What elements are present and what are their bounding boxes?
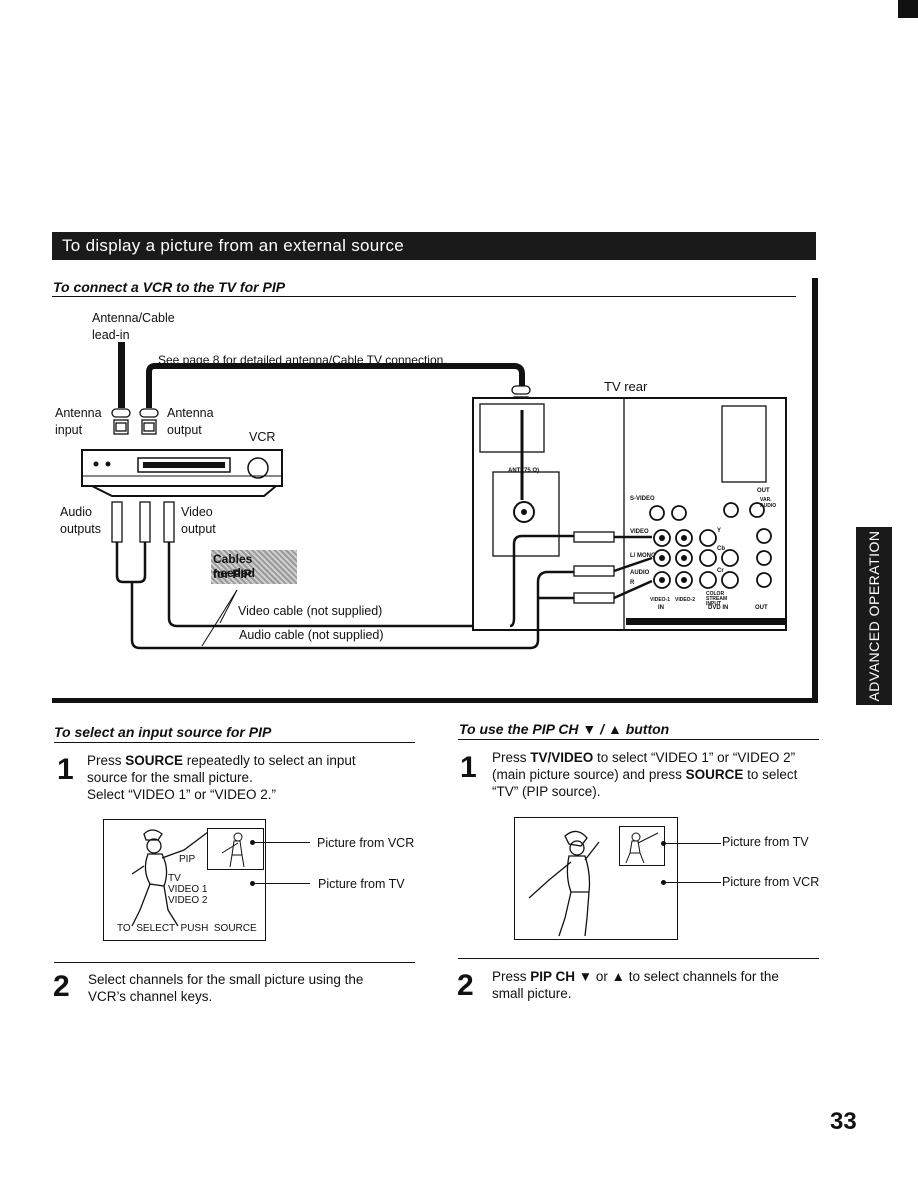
video-output-label-2: output <box>181 522 216 536</box>
callout2-line-tv <box>664 843 721 844</box>
callout2-line-vcr <box>664 882 721 883</box>
page-number: 33 <box>830 1108 857 1135</box>
select-step1-text: Press SOURCE repeatedly to select an inp… <box>87 752 387 803</box>
screen-video2-label: VIDEO 2 <box>168 895 208 906</box>
panel-cb-label: Cb <box>717 546 725 552</box>
video-output-label-1: Video <box>181 505 213 519</box>
pip-ch-button-name: PIP CH <box>530 969 576 984</box>
callout2-picture-from-vcr: Picture from VCR <box>722 875 820 889</box>
panel-y-label: Y <box>717 528 722 534</box>
pipch-step2-post: ▼ or ▲ to select channels for the small … <box>492 969 779 1001</box>
panel-audio-label: AUDIO <box>630 570 650 576</box>
cables-needed-box: Cables needed for PIP <box>211 550 297 584</box>
antenna-cable-label: Antenna/Cable <box>92 311 175 325</box>
audio-outputs-label-2: outputs <box>60 522 102 536</box>
pipch-heading: To use the PIP CH ▼ / ▲ button <box>459 721 670 737</box>
see-page-note: See page 8 for detailed antenna/Cable TV… <box>158 353 447 367</box>
select-step2-text: Select channels for the small picture us… <box>88 972 364 1004</box>
pipch-step2-text: Press PIP CH ▼ or ▲ to select channels f… <box>492 968 792 1002</box>
lead-in-label: lead-in <box>92 328 130 342</box>
select-step-divider <box>54 962 415 963</box>
callout2-picture-from-tv: Picture from TV <box>722 835 809 849</box>
callout-dot-tv <box>250 881 255 886</box>
pip-window-2 <box>619 826 665 866</box>
panel-svideo-label: S-VIDEO <box>630 496 655 502</box>
panel-out-bottom-label: OUT <box>755 605 768 611</box>
diagram-right-bar <box>812 278 818 702</box>
panel-colorstream-label: COLOR STREAM INPUT <box>706 591 728 607</box>
page-corner-mark <box>898 0 918 18</box>
callout-picture-from-vcr: Picture from VCR <box>317 836 415 850</box>
golfer-small-illustration <box>221 832 245 868</box>
callout2-dot-tv <box>661 841 666 846</box>
pipch-step1-post: to select “TV” (PIP source). <box>492 767 798 799</box>
pip-screen-select: PIP TV VIDEO 1 VIDEO 2 TO SELECT PUSH SO… <box>103 819 266 941</box>
connect-heading-rule <box>52 296 796 297</box>
callout-picture-from-tv: Picture from TV <box>318 877 405 891</box>
baseball-player-illustration <box>131 829 209 927</box>
golfer-illustration <box>528 830 600 937</box>
panel-video1-label: VIDEO-1 <box>650 597 671 603</box>
select-step2-number: 2 <box>53 970 70 1003</box>
audio-outputs-label-1: Audio <box>60 505 92 519</box>
panel-cr-label: Cr <box>717 568 724 574</box>
screen-pip-label: PIP <box>179 854 196 865</box>
pipch-step1-text: Press TV/VIDEO to select “VIDEO 1” or “V… <box>492 749 812 800</box>
panel-varaudio-label: VAR. AUDIO <box>760 497 777 509</box>
select-step1-number: 1 <box>57 753 74 786</box>
pip-window <box>207 828 264 870</box>
select-heading: To select an input source for PIP <box>54 724 272 740</box>
chapter-side-tab: ADVANCED OPERATION <box>856 527 892 705</box>
pipch-step2-number: 2 <box>457 969 474 1002</box>
diagram-bottom-bar <box>52 698 818 703</box>
baseball-small-illustration <box>625 832 659 864</box>
pipch-step1-mid: to select “VIDEO 1” or “VIDEO 2” (main p… <box>492 750 796 782</box>
cables-needed-text-1: Cables needed <box>213 552 256 580</box>
panel-in-label: IN <box>658 605 664 611</box>
antenna-input-label-2: input <box>55 423 83 437</box>
source-button-name-2: SOURCE <box>685 767 744 782</box>
pipch-step2-pre: Press <box>492 969 531 984</box>
antenna-output-label-1: Antenna <box>167 406 214 420</box>
pipch-step-divider <box>458 958 819 959</box>
audio-cable-label: Audio cable (not supplied) <box>239 628 384 642</box>
pipch-step1-pre: Press <box>492 750 531 765</box>
select-heading-rule <box>54 742 415 743</box>
select-step1-line3: Select “VIDEO 1” or “VIDEO 2.” <box>87 787 277 802</box>
callout-line-vcr <box>253 842 310 843</box>
panel-dvdin-label: DVD IN <box>708 605 729 611</box>
tv-video-button-name: TV/VIDEO <box>530 750 594 765</box>
source-button-name: SOURCE <box>125 753 184 768</box>
pip-screen-tv <box>514 817 678 940</box>
select-step1-post: repeatedly to select an input source for… <box>87 753 356 785</box>
tv-rear-label: TV rear <box>604 379 648 394</box>
panel-r-label: R <box>630 580 635 586</box>
connect-heading: To connect a VCR to the TV for PIP <box>53 279 286 295</box>
cables-needed-text-2: for PIP <box>213 567 252 581</box>
antenna-input-label-1: Antenna <box>55 406 102 420</box>
screen-video1-label: VIDEO 1 <box>168 884 208 895</box>
callout-dot-vcr <box>250 840 255 845</box>
panel-video-label: VIDEO <box>630 529 649 535</box>
pipch-step1-number: 1 <box>460 751 477 784</box>
panel-lmono-label: L/ MONO <box>630 553 656 559</box>
panel-video2-label: VIDEO-2 <box>675 597 696 603</box>
screen-tv-label: TV <box>168 873 181 884</box>
side-tab-label: ADVANCED OPERATION <box>866 530 882 702</box>
select-step1-pre: Press <box>87 753 126 768</box>
screen-bottom-instruction: TO SELECT PUSH SOURCE <box>117 923 257 934</box>
vcr-label: VCR <box>249 430 276 444</box>
antenna-output-label-2: output <box>167 423 202 437</box>
callout2-dot-vcr <box>661 880 666 885</box>
panel-ant-label: ANT (75 Ω) <box>508 468 540 474</box>
pipch-heading-rule <box>458 739 819 740</box>
panel-out-top-label: OUT <box>757 488 770 494</box>
callout-line-tv <box>253 883 310 884</box>
vcr-connection-diagram <box>81 342 787 650</box>
section-banner: To display a picture from an external so… <box>52 232 816 260</box>
video-cable-label: Video cable (not supplied) <box>238 604 383 618</box>
